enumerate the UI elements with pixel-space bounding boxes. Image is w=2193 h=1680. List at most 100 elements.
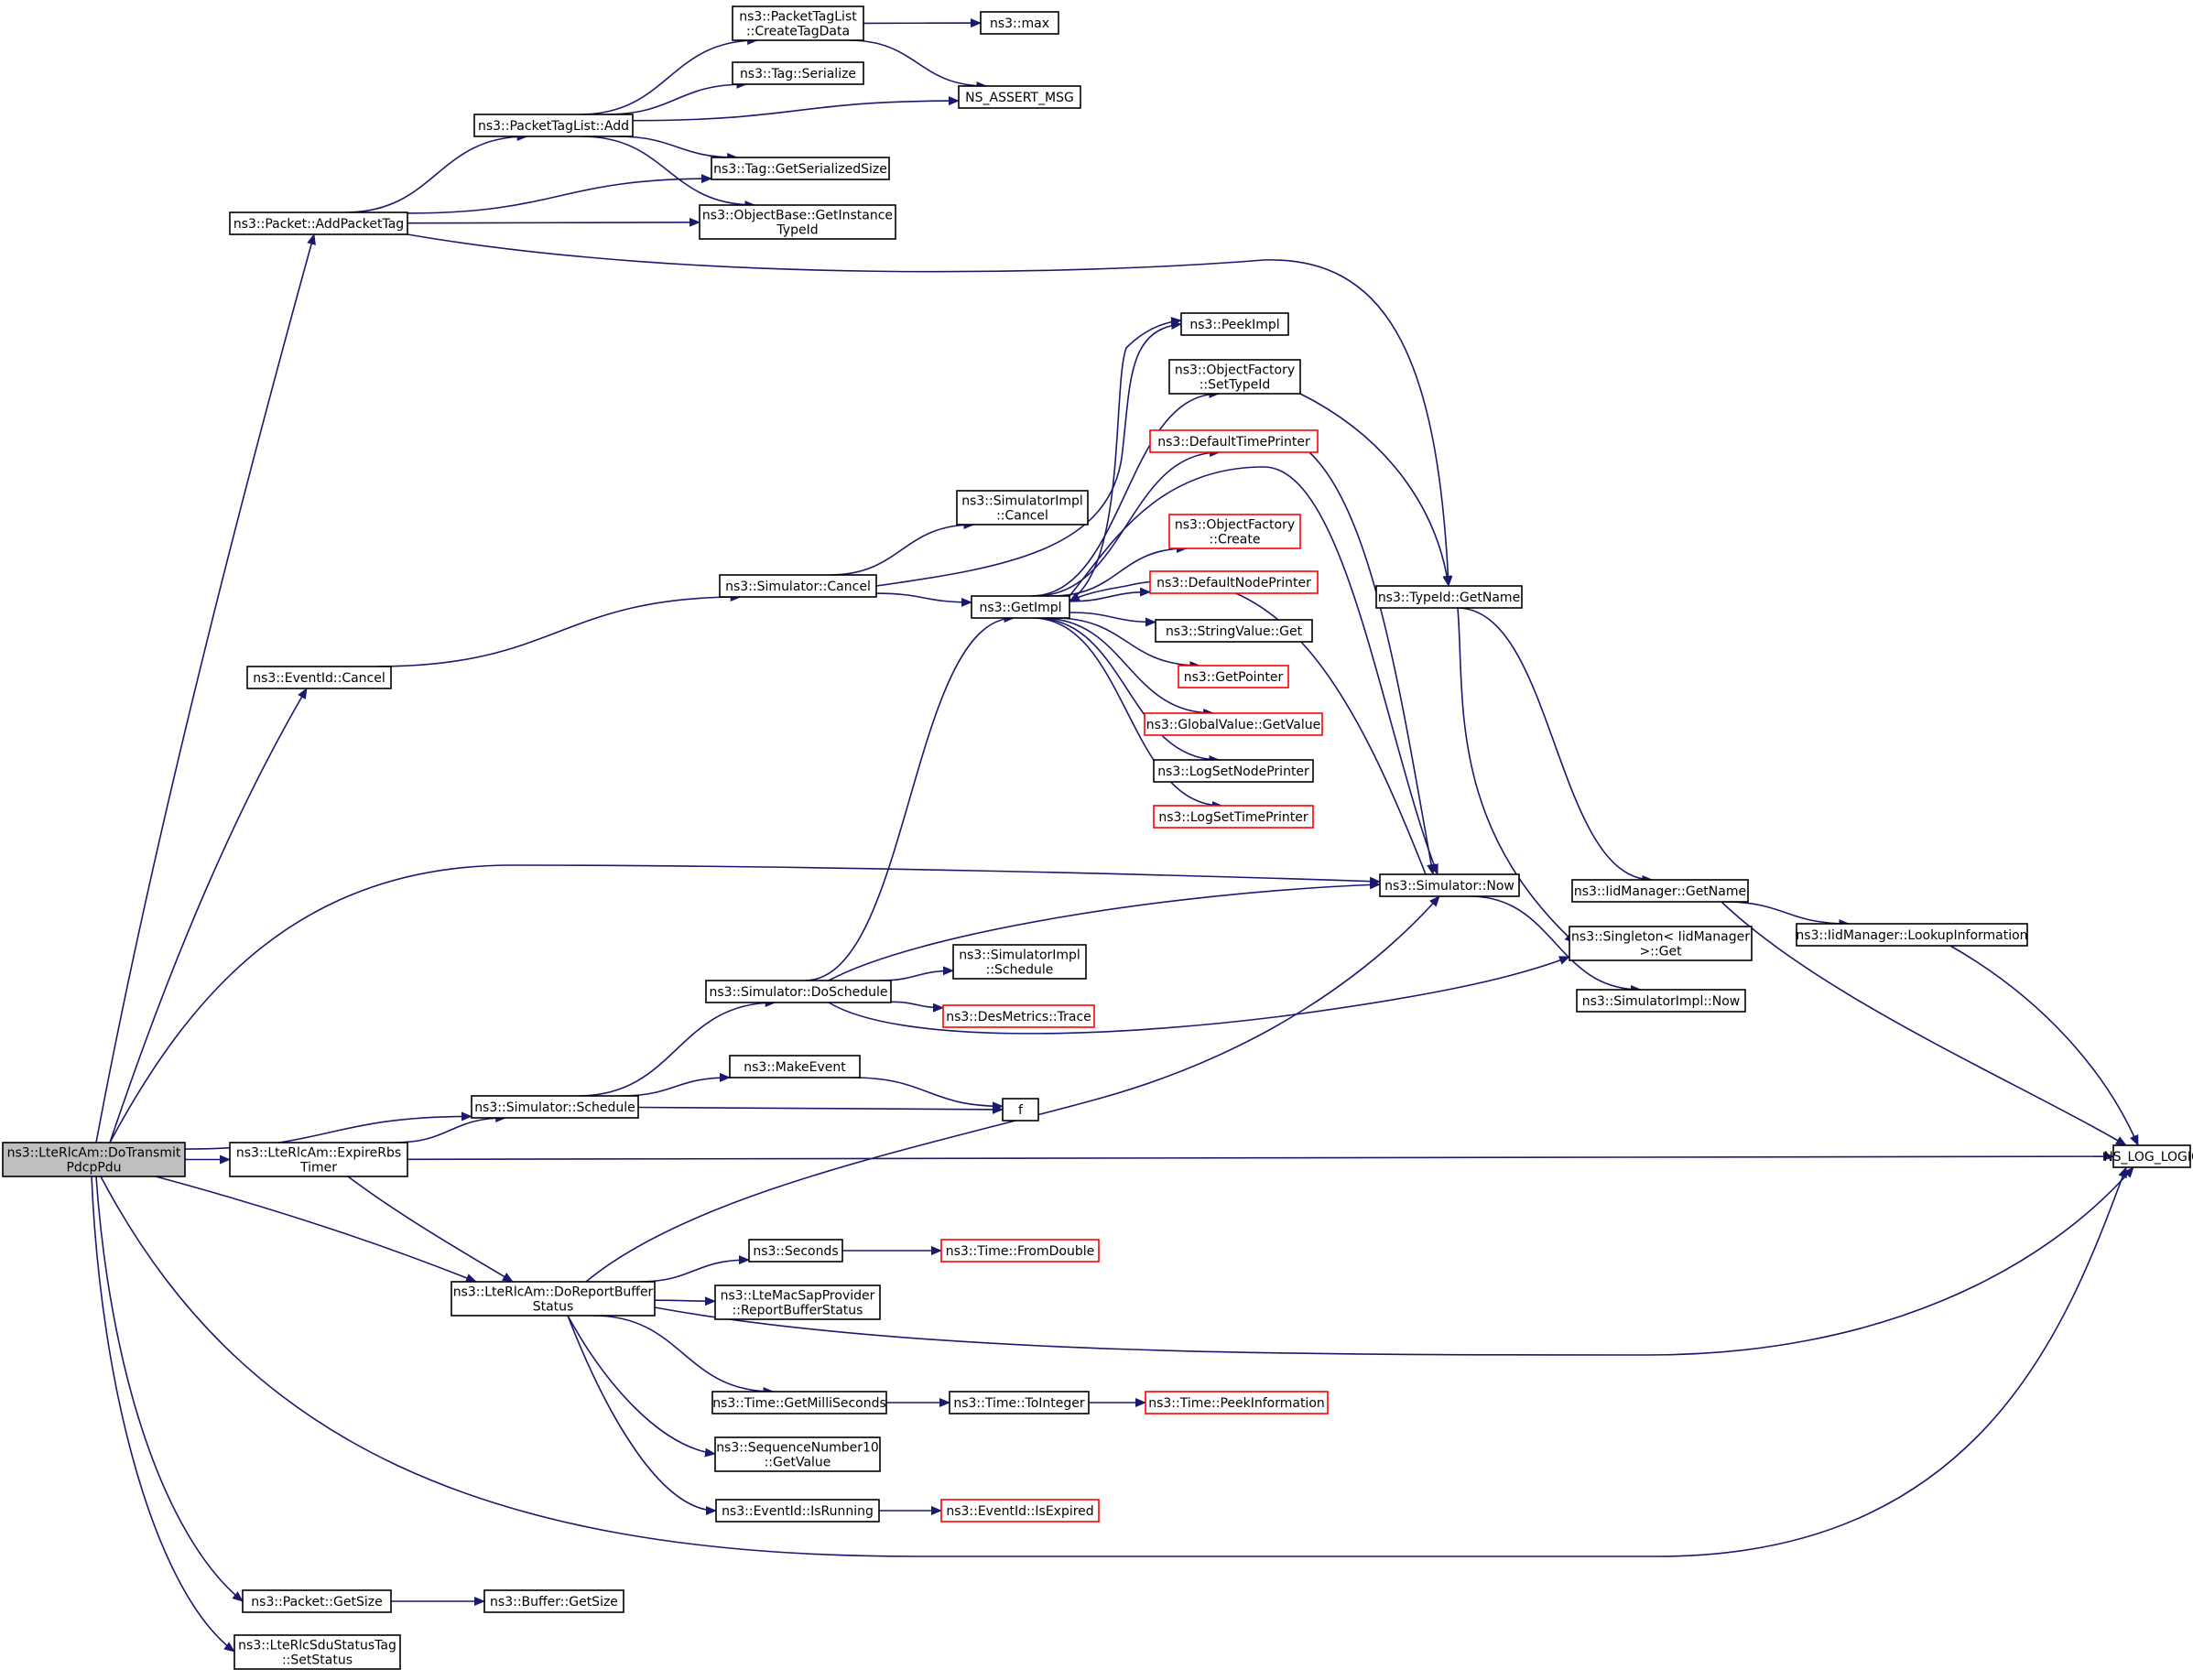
- node-simimplschedule[interactable]: ns3::SimulatorImpl::Schedule: [952, 944, 1087, 980]
- node-typeidgetname[interactable]: ns3::TypeId::GetName: [1375, 585, 1523, 609]
- node-logsetnodeprinter[interactable]: ns3::LogSetNodePrinter: [1153, 759, 1314, 783]
- node-label: ns3::LogSetNodePrinter: [1157, 764, 1309, 779]
- node-buffergetsize[interactable]: ns3::Buffer::GetSize: [483, 1589, 624, 1613]
- node-getmilliseconds[interactable]: ns3::Time::GetMilliSeconds: [711, 1391, 887, 1414]
- node-max[interactable]: ns3::max: [980, 11, 1059, 35]
- node-getpointer[interactable]: ns3::GetPointer: [1178, 665, 1289, 688]
- node-label: ns3::EventId::IsExpired: [946, 1504, 1093, 1519]
- node-taggetsersize[interactable]: ns3::Tag::GetSerializedSize: [711, 157, 890, 180]
- node-addpackettag[interactable]: ns3::Packet::AddPacketTag: [229, 211, 408, 235]
- node-simimplnow[interactable]: ns3::SimulatorImpl::Now: [1576, 989, 1746, 1013]
- node-box: [1155, 619, 1313, 643]
- node-box: [732, 61, 864, 85]
- node-ptladd[interactable]: ns3::PacketTagList::Add: [473, 114, 634, 137]
- node-label: PdcpPdu: [66, 1161, 121, 1176]
- node-label: ns3::EventId::IsRunning: [722, 1504, 874, 1519]
- node-getimpl[interactable]: ns3::GetImpl: [971, 595, 1070, 619]
- node-label: ::CreateTagData: [746, 25, 850, 39]
- node-singletonget[interactable]: ns3::Singleton< IidManager >::Get: [1569, 926, 1753, 961]
- node-peekinformation[interactable]: ns3::Time::PeekInformation: [1145, 1391, 1329, 1414]
- node-simdoschedule[interactable]: ns3::Simulator::DoSchedule: [705, 980, 892, 1003]
- node-makeevent[interactable]: ns3::MakeEvent: [729, 1055, 861, 1078]
- edge-doreportbuffer-to-simnow: [585, 895, 1440, 1283]
- edge-simdoschedule-to-simimplschedule: [880, 966, 954, 981]
- edge-ptladd-to-taggetsersize: [616, 135, 739, 162]
- edge-doreportbuffer-to-seconds: [638, 1255, 750, 1283]
- node-eventidcancel[interactable]: ns3::EventId::Cancel: [246, 666, 392, 689]
- node-seconds[interactable]: ns3::Seconds: [748, 1239, 843, 1263]
- node-label: ns3::LteRlcAm::DoReportBuffer: [453, 1285, 654, 1300]
- node-label: ns3::DesMetrics::Trace: [946, 1010, 1091, 1024]
- node-label: ::Schedule: [986, 963, 1054, 978]
- edge-simdoschedule-to-getimpl: [804, 613, 1015, 981]
- node-stringvalueget[interactable]: ns3::StringValue::Get: [1155, 619, 1313, 643]
- edge-root-to-simnow: [109, 864, 1381, 1143]
- node-seqnumgetvalue[interactable]: ns3::SequenceNumber10::GetValue: [714, 1436, 881, 1472]
- node-box: [1576, 989, 1746, 1013]
- edge-simcancel-to-getimpl: [875, 592, 972, 607]
- node-defaultnodeprinter[interactable]: ns3::DefaultNodePrinter: [1149, 570, 1319, 594]
- node-box: [1168, 359, 1301, 395]
- node-logsettimeprinter[interactable]: ns3::LogSetTimePrinter: [1153, 805, 1314, 829]
- node-globalvaluegetvalue[interactable]: ns3::GlobalValue::GetValue: [1144, 712, 1323, 736]
- edge-getimpl-to-logsettimeprinter: [1031, 617, 1223, 810]
- node-label: ns3::SimulatorImpl::Now: [1582, 994, 1741, 1009]
- edge-lookupinfo-to-nsloglogic: [1949, 945, 2139, 1146]
- node-box: [246, 666, 392, 689]
- node-ofcreate[interactable]: ns3::ObjectFactory::Create: [1168, 514, 1301, 549]
- node-desmetricstrace[interactable]: ns3::DesMetrics::Trace: [942, 1004, 1095, 1028]
- node-defaulttimeprinter[interactable]: ns3::DefaultTimePrinter: [1149, 429, 1319, 453]
- edge-root-to-setstatus: [91, 1176, 235, 1653]
- node-box: [2, 1142, 186, 1177]
- edge-ptladd-to-nsassert: [632, 96, 960, 122]
- node-box: [949, 1391, 1090, 1414]
- node-tagserialize[interactable]: ns3::Tag::Serialize: [732, 61, 864, 85]
- node-lookupinfo[interactable]: ns3::IidManager::LookupInformation: [1796, 923, 2028, 947]
- node-box: [471, 1095, 639, 1119]
- node-isrunning[interactable]: ns3::EventId::IsRunning: [715, 1499, 880, 1523]
- node-simcancel[interactable]: ns3::Simulator::Cancel: [719, 574, 877, 598]
- edge-addpackettag-to-ptladd: [344, 132, 528, 213]
- node-box: [1379, 873, 1520, 897]
- node-nsloglogic[interactable]: NS_LOG_LOGIC: [2103, 1144, 2193, 1168]
- edge-simdoschedule-to-desmetricstrace: [890, 1001, 944, 1013]
- edge-simschedule-to-makeevent: [620, 1072, 731, 1097]
- node-packetgetsize[interactable]: ns3::Packet::GetSize: [242, 1589, 392, 1613]
- node-peekimpl[interactable]: ns3::PeekImpl: [1180, 312, 1289, 336]
- edge-simnow-to-simimplnow: [1469, 895, 1642, 994]
- edge-root-to-addpackettag: [95, 233, 316, 1143]
- node-box: [483, 1589, 624, 1613]
- node-label: ns3::DefaultNodePrinter: [1156, 576, 1311, 591]
- node-box: [1571, 879, 1749, 903]
- node-simnow[interactable]: ns3::Simulator::Now: [1379, 873, 1520, 897]
- node-f[interactable]: f: [1002, 1098, 1039, 1122]
- node-label: ns3::Simulator::DoSchedule: [710, 985, 888, 1000]
- edge-iidgetname-to-nsloglogic: [1721, 901, 2127, 1146]
- edge-root-to-eventidcancel: [109, 688, 308, 1143]
- node-label: ns3::Time::GetMilliSeconds: [712, 1396, 886, 1411]
- node-isexpired[interactable]: ns3::EventId::IsExpired: [940, 1499, 1100, 1523]
- edge-root-to-packetgetsize: [95, 1176, 244, 1602]
- node-simschedule[interactable]: ns3::Simulator::Schedule: [471, 1095, 639, 1119]
- node-label: ns3::LteRlcAm::ExpireRbs: [236, 1146, 401, 1161]
- node-nsassert[interactable]: NS_ASSERT_MSG: [958, 85, 1081, 109]
- node-simimplcancel[interactable]: ns3::SimulatorImpl::Cancel: [956, 490, 1089, 526]
- edge-simdoschedule-to-singletonget: [828, 956, 1570, 1035]
- node-box: [1149, 570, 1319, 594]
- node-timefromdouble[interactable]: ns3::Time::FromDouble: [940, 1239, 1100, 1263]
- node-reportbufferstatus[interactable]: ns3::LteMacSapProvider::ReportBufferStat…: [714, 1284, 881, 1320]
- node-box: [729, 1055, 861, 1078]
- node-label: ::GetValue: [765, 1456, 831, 1470]
- node-label: Status: [533, 1300, 574, 1315]
- edge-iidgetname-to-lookupinfo: [1722, 901, 1851, 928]
- node-createtagdata[interactable]: ns3::PacketTagList::CreateTagData: [732, 5, 864, 41]
- node-iidgetname[interactable]: ns3::IidManager::GetName: [1571, 879, 1749, 903]
- edge-getimpl-to-getpointer: [1054, 617, 1201, 670]
- node-ofsettypeid[interactable]: ns3::ObjectFactory::SetTypeId: [1168, 359, 1301, 395]
- node-setstatus[interactable]: ns3::LteRlcSduStatusTag::SetStatus: [233, 1634, 401, 1670]
- node-tointeger[interactable]: ns3::Time::ToInteger: [949, 1391, 1090, 1414]
